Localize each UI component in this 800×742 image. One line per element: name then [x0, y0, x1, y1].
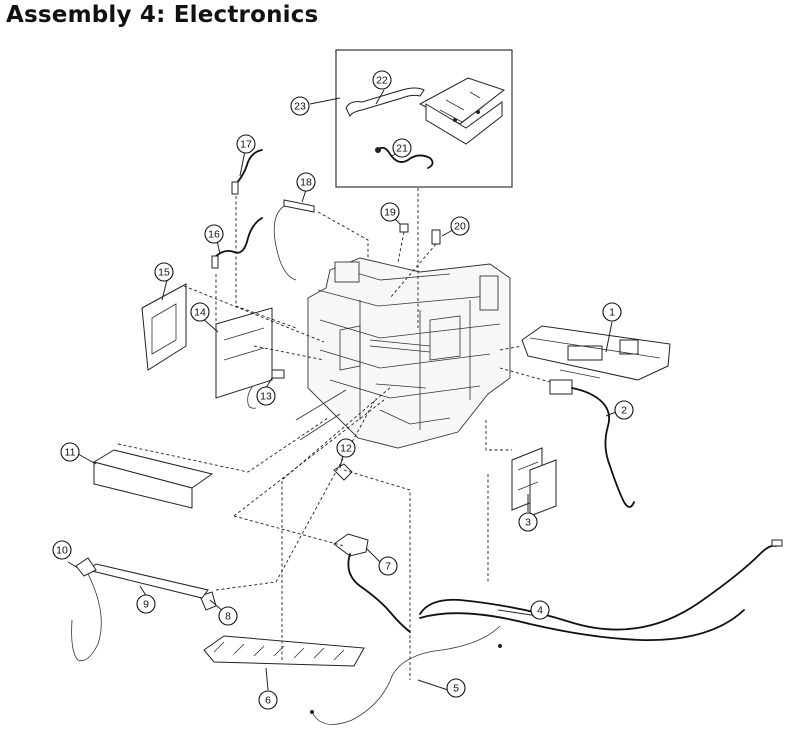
part-17-cable — [231, 149, 263, 195]
part-7-sensor — [333, 533, 411, 633]
callout-23: 23 — [290, 96, 310, 116]
callout-2: 2 — [614, 400, 634, 420]
callout-label: 1 — [609, 307, 615, 319]
diagram-title: Assembly 4: Electronics — [6, 2, 319, 28]
callout-1: 1 — [602, 302, 622, 322]
inset-panel — [335, 49, 513, 188]
callout-label: 16 — [208, 229, 220, 241]
callout-label: 21 — [396, 143, 408, 155]
callout-label: 15 — [158, 267, 170, 279]
part-2-cable — [549, 379, 635, 508]
callout-label: 18 — [300, 177, 312, 189]
callout-label: 10 — [56, 545, 68, 557]
callout-12: 12 — [336, 438, 356, 458]
part-20-connector — [431, 229, 441, 245]
callout-label: 3 — [525, 517, 531, 529]
callout-6: 6 — [258, 690, 278, 710]
part-10-bracket-cable — [71, 557, 102, 662]
main-frame — [295, 257, 511, 449]
part-6-paper-guide — [203, 635, 365, 667]
callout-label: 5 — [453, 683, 459, 695]
callout-16: 16 — [204, 224, 224, 244]
part-8-bracket — [199, 591, 217, 611]
part-9-roller — [86, 563, 209, 599]
callout-21: 21 — [392, 138, 412, 158]
callout-label: 13 — [260, 391, 272, 403]
callout-label: 2 — [621, 405, 627, 417]
callout-17: 17 — [236, 134, 256, 154]
dashed-leaders — [117, 188, 551, 680]
callout-label: 23 — [294, 101, 306, 113]
callout-20: 20 — [450, 216, 470, 236]
callout-7: 7 — [378, 556, 398, 576]
part-11-shield — [92, 449, 214, 509]
callout-label: 17 — [240, 139, 252, 151]
part-1-controller-board — [521, 325, 671, 381]
callout-9: 9 — [136, 594, 156, 614]
callout-8: 8 — [218, 606, 238, 626]
part-3-boards — [511, 447, 557, 517]
callout-18: 18 — [296, 172, 316, 192]
callout-label: 7 — [385, 561, 391, 573]
part-18-sensor-cable — [273, 199, 315, 281]
callout-3: 3 — [518, 512, 538, 532]
callout-14: 14 — [190, 302, 210, 322]
callout-label: 8 — [225, 611, 231, 623]
callout-13: 13 — [256, 386, 276, 406]
callout-label: 6 — [265, 695, 271, 707]
part-4-cable — [419, 539, 783, 641]
part-19-switch — [399, 223, 409, 233]
part-16-cable — [211, 217, 263, 269]
callout-label: 14 — [194, 307, 206, 319]
callout-label: 4 — [537, 605, 543, 617]
callout-19: 19 — [380, 202, 400, 222]
callout-label: 12 — [340, 443, 352, 455]
callout-label: 9 — [143, 599, 149, 611]
callout-4: 4 — [530, 600, 550, 620]
callout-label: 20 — [454, 221, 466, 233]
callout-label: 19 — [384, 207, 396, 219]
callout-label: 22 — [376, 75, 388, 87]
part-15-plate — [141, 283, 187, 371]
callout-22: 22 — [372, 70, 392, 90]
callout-15: 15 — [154, 262, 174, 282]
callout-label: 11 — [65, 447, 76, 459]
part-5-cable — [310, 625, 502, 725]
callout-11: 11 — [60, 442, 80, 462]
part-14-board — [215, 307, 273, 399]
callout-10: 10 — [52, 540, 72, 560]
callout-5: 5 — [446, 678, 466, 698]
